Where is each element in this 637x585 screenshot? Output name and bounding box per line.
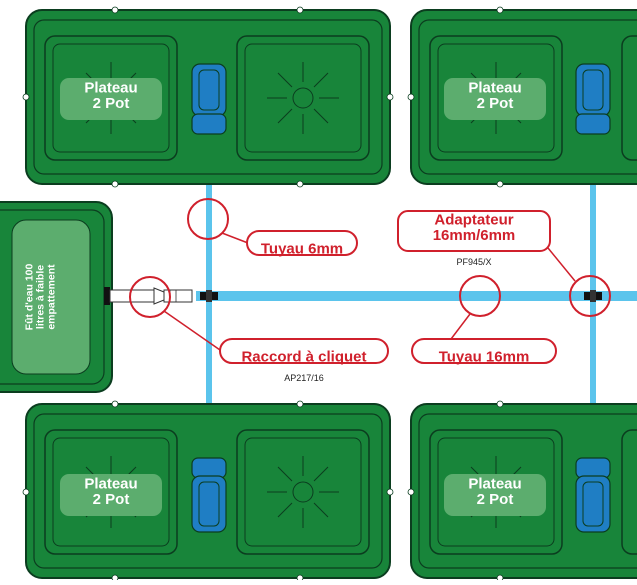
water-tank: Fût d'eau 100litres à faibleempattement: [0, 201, 113, 393]
pot-label-box-top-right: [444, 78, 546, 120]
box-ratchet: [219, 338, 389, 364]
leader-pipe-6mm: [221, 232, 249, 244]
box-pipe-16mm: [411, 338, 557, 364]
pot-label-box-bottom-left: [60, 474, 162, 516]
pot-label-box-bottom-right: [444, 474, 546, 516]
highlight-pipe-16mm: [459, 275, 501, 317]
leader-ratchet: [163, 310, 221, 351]
callouts: [129, 198, 611, 364]
tank-label: Fût d'eau 100litres à faibleempattement: [24, 264, 58, 331]
highlight-pipe-6mm: [187, 198, 229, 240]
valve-bottom-left: [191, 457, 227, 533]
highlight-adapter: [569, 275, 611, 317]
valve-bottom-right: [575, 457, 611, 533]
pot-label-box-top-left: [60, 78, 162, 120]
callout-pipe-6mm: Tuyau 6mm: [261, 240, 343, 257]
box-pipe-6mm: [246, 230, 358, 256]
ratchet-connector: [104, 287, 193, 305]
leader-adapter: [547, 247, 576, 282]
main-pipe-16mm: [196, 291, 637, 301]
callout-pipe-16mm: Tuyau 16mm: [439, 348, 530, 365]
t-junction-right: [584, 290, 602, 302]
highlight-ratchet: [129, 276, 171, 318]
box-adapter: [397, 210, 551, 252]
valve-top-right: [575, 63, 611, 135]
t-junction-left: [200, 290, 218, 302]
callout-ratchet-code: AP217/16: [284, 373, 324, 383]
callout-adapter-code: PF945/X: [456, 257, 491, 267]
callout-ratchet: Raccord à cliquet: [241, 348, 366, 365]
valve-top-left: [191, 63, 227, 135]
